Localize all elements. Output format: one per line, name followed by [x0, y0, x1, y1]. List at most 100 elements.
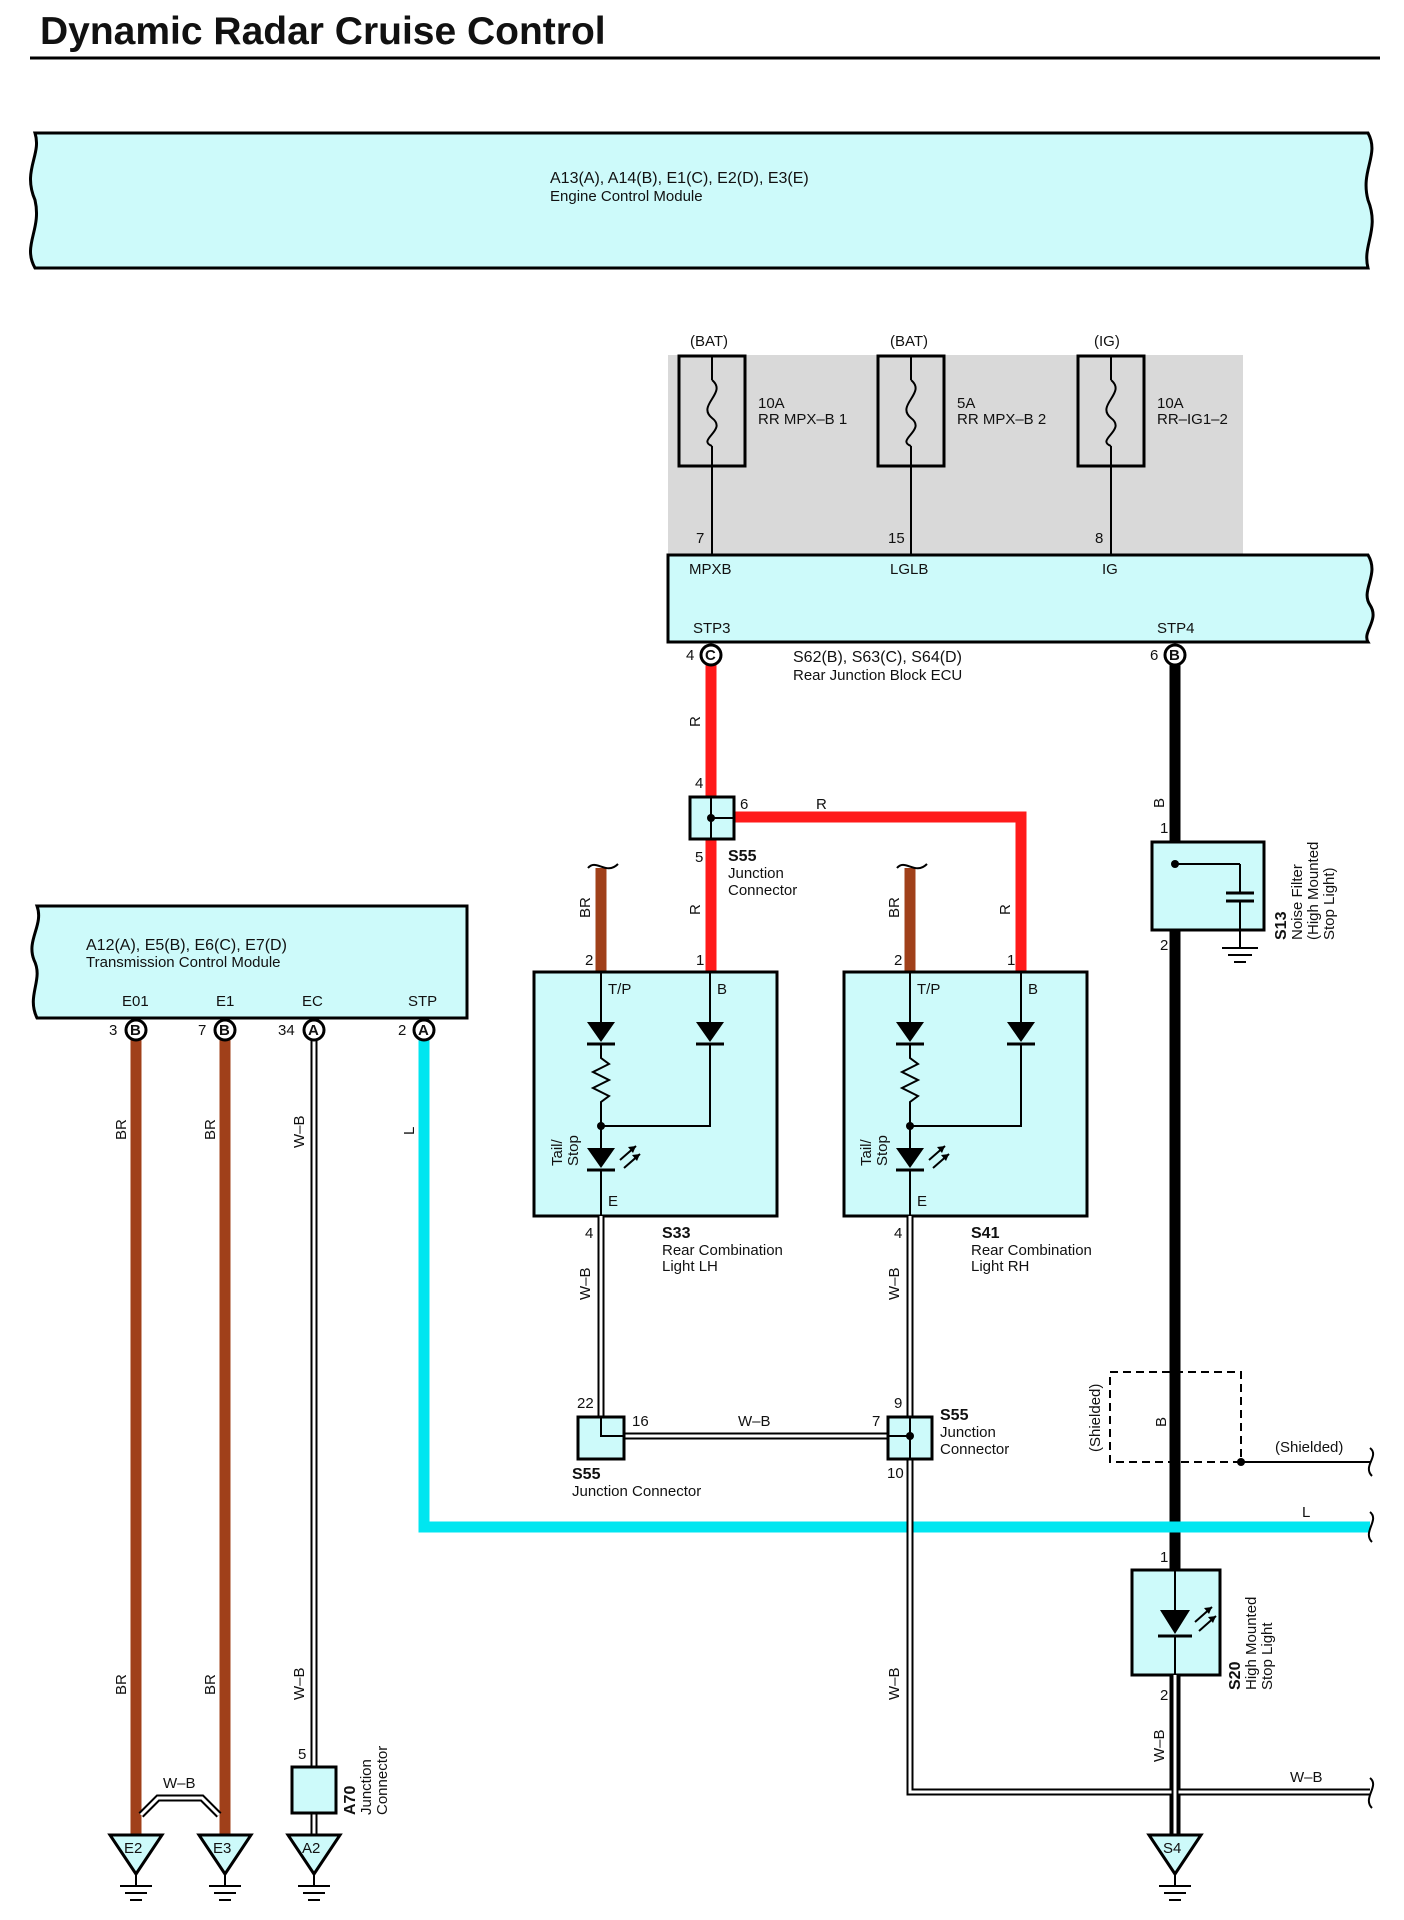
fuse-3-source: (IG) [1094, 333, 1120, 350]
ground-a2-label: A2 [302, 1840, 320, 1857]
ground-e3-label: E3 [213, 1840, 231, 1857]
tcm-stp-conn: A [418, 1022, 429, 1039]
junction-connector-left: 22 16 S55 Junction Connector [572, 1395, 701, 1500]
noise-filter-pin-bottom: 2 [1160, 937, 1168, 954]
shielded-wire-label: B [1153, 1417, 1170, 1427]
fuse-1-source: (BAT) [690, 333, 728, 350]
a70-code: A70 [342, 1786, 359, 1815]
junction-right-code: S55 [940, 1407, 969, 1424]
wire-label-wb-rh: W–B [886, 1267, 903, 1300]
connector-stp3: 4 C [686, 643, 723, 667]
wire-label-r-4: R [997, 904, 1014, 915]
ground-e3: E3 [196, 1833, 254, 1901]
noise-filter-pin-top: 1 [1160, 820, 1168, 837]
rjb-connectors: S62(B), S63(C), S64(D) [793, 649, 962, 666]
tcm-connector-stp: 2 A [398, 1018, 436, 1042]
lh-name-2: Light LH [662, 1258, 718, 1275]
hmsl-code: S20 [1227, 1661, 1244, 1690]
lh-terminal-tp: T/P [608, 981, 631, 998]
high-mounted-stop-light: 1 2 S20 High Mounted Stop Light [1130, 1549, 1276, 1704]
junction-right-pin-left: 7 [872, 1413, 880, 1430]
wire-label-br-2: BR [202, 1119, 219, 1140]
shielded-label-right: (Shielded) [1275, 1439, 1343, 1456]
tcm-connectors: A12(A), E5(B), E6(C), E7(D) [86, 937, 287, 954]
tcm-connector-e1: 7 B [198, 1018, 237, 1042]
rh-name-1: Rear Combination [971, 1242, 1092, 1259]
engine-control-module: A13(A), A14(B), E1(C), E2(D), E3(E) Engi… [29, 131, 1374, 270]
wire-label-b-1: B [1151, 798, 1168, 808]
wire-label-wb-ec-2: W–B [291, 1667, 308, 1700]
rh-pin-b: 1 [1007, 952, 1015, 969]
rh-code: S41 [971, 1225, 1000, 1242]
wire-label-r-3: R [687, 904, 704, 915]
tcm-e1-conn: B [219, 1022, 230, 1039]
tcm-e01-num: 3 [109, 1022, 117, 1039]
ecm-connectors: A13(A), A14(B), E1(C), E2(D), E3(E) [550, 170, 809, 187]
fuse-3-name: RR–IG1–2 [1157, 411, 1228, 428]
fuse-1-pin: 7 [696, 530, 704, 547]
noise-filter-name-1: Noise Filter [1289, 864, 1306, 940]
fuse-3-pin: 8 [1095, 530, 1103, 547]
wire-label-wb-right: W–B [1290, 1769, 1323, 1786]
rjb-terminal-stp3: STP3 [693, 620, 731, 637]
junction-connector-a70: 5 A70 Junction Connector [290, 1746, 391, 1815]
wire-label-wb-lh: W–B [577, 1267, 594, 1300]
fuse-2-source: (BAT) [890, 333, 928, 350]
fuse-1-name: RR MPX–B 1 [758, 411, 847, 428]
wire-label-br-rh: BR [886, 897, 903, 918]
fuse-rr-mpx-b1: (BAT) 10A RR MPX–B 1 7 [677, 333, 847, 555]
noise-filter-name-2: (High Mounted [1305, 842, 1322, 940]
junction-right-pin-bottom: 10 [887, 1465, 904, 1482]
fuse-2-pin: 15 [888, 530, 905, 547]
tcm-ec-num: 34 [278, 1022, 295, 1039]
wire-light-blue: L L [401, 1040, 1375, 1543]
stp3-conn-letter: C [705, 647, 716, 664]
junction-connector-top: 4 6 5 S55 Junction Connector [688, 775, 797, 899]
rh-side-1: Tail/ [858, 1138, 875, 1166]
lh-pin-tp: 2 [585, 952, 593, 969]
junction-top-pin-down: 5 [695, 849, 703, 866]
wire-label-wb-ec-1: W–B [291, 1115, 308, 1148]
fuse-rr-mpx-b2: (BAT) 5A RR MPX–B 2 15 [876, 333, 1046, 555]
noise-filter-code: S13 [1273, 911, 1290, 940]
rear-junction-block-ecu: MPXB LGLB IG STP3 STP4 S62(B), S63(C), S… [666, 553, 1375, 684]
junction-right-name-2: Connector [940, 1441, 1009, 1458]
lh-code: S33 [662, 1225, 691, 1242]
a70-name-2: Connector [374, 1746, 391, 1815]
wire-label-br-1: BR [113, 1119, 130, 1140]
wire-label-r-2: R [816, 796, 827, 813]
wire-label-br-3: BR [113, 1674, 130, 1695]
fuse-box-area [668, 355, 1243, 555]
fuse-3-rating: 10A [1157, 395, 1184, 412]
ground-a2: A2 [285, 1833, 343, 1901]
wire-label-wb-ground-jumper: W–B [163, 1775, 196, 1792]
lh-name-1: Rear Combination [662, 1242, 783, 1259]
wire-red: R R R R [687, 665, 1027, 972]
tcm-ec-conn: A [308, 1022, 319, 1039]
fuse-1-rating: 10A [758, 395, 785, 412]
rh-terminal-b: B [1028, 981, 1038, 998]
wire-label-wb-mid: W–B [738, 1413, 771, 1430]
fuse-2-rating: 5A [957, 395, 975, 412]
rear-combination-light-rh: T/P B E 2 1 4 Tail/ Stop S41 Rear Combin… [842, 952, 1092, 1275]
hmsl-name-1: High Mounted [1243, 1597, 1260, 1690]
rjb-terminal-ig: IG [1102, 561, 1118, 578]
wire-label-br-4: BR [202, 1674, 219, 1695]
tcm-connector-ec: 34 A [278, 1018, 326, 1042]
fuse-2-name: RR MPX–B 2 [957, 411, 1046, 428]
junction-top-name-2: Connector [728, 882, 797, 899]
lh-side-1: Tail/ [549, 1138, 566, 1166]
shielded-section: (Shielded) (Shielded) B [1087, 1371, 1375, 1477]
junction-top-pin-in: 4 [695, 775, 703, 792]
tcm-pin-e1: E1 [216, 993, 234, 1010]
ground-s4-label: S4 [1163, 1840, 1181, 1857]
transmission-control-module: A12(A), E5(B), E6(C), E7(D) Transmission… [30, 904, 469, 1020]
rjb-terminal-mpxb: MPXB [689, 561, 732, 578]
wire-brown-tcm: BR BR BR BR W–B [113, 1040, 231, 1845]
wire-label-br-lh: BR [577, 897, 594, 918]
junction-left-code: S55 [572, 1466, 601, 1483]
tcm-name: Transmission Control Module [86, 954, 281, 971]
wire-label-r-1: R [687, 716, 704, 727]
junction-left-pin-top: 22 [577, 1395, 594, 1412]
